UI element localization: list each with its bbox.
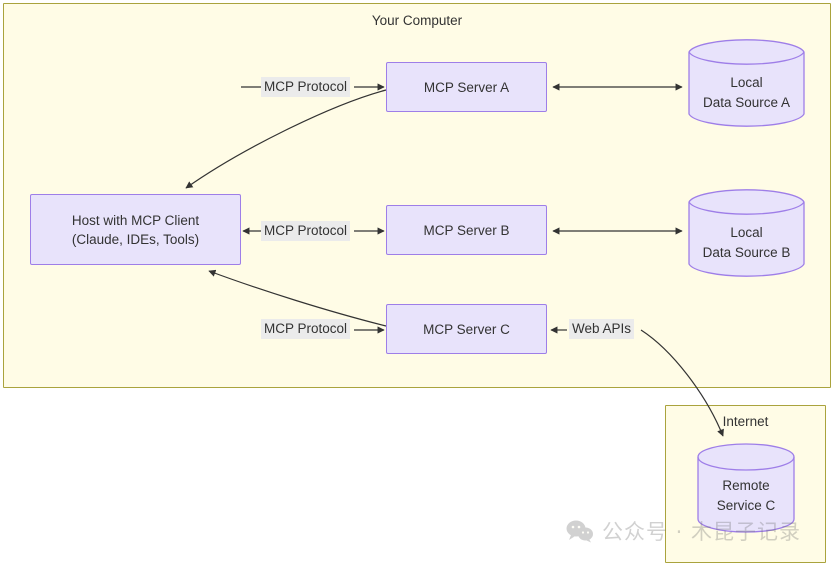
node-mcp-server-c[interactable]: MCP Server C: [386, 304, 547, 354]
node-mcp-server-a[interactable]: MCP Server A: [386, 62, 547, 112]
cylinder-shape: [697, 443, 795, 533]
edge-label-mcp-protocol-b: MCP Protocol: [261, 221, 351, 241]
node-remote-service-c[interactable]: Remote Service C: [697, 443, 795, 533]
node-host-with-mcp-client[interactable]: Host with MCP Client (Claude, IDEs, Tool…: [30, 194, 241, 265]
group-title-your-computer: Your Computer: [371, 13, 463, 28]
node-server-c-label: MCP Server C: [423, 321, 510, 337]
group-title-internet: Internet: [722, 414, 769, 429]
node-data-a-line2: Data Source A: [702, 95, 791, 110]
node-server-b-label: MCP Server B: [423, 222, 510, 238]
cylinder-shape: [688, 189, 805, 277]
node-server-a-label: MCP Server A: [423, 79, 510, 95]
edge-label-web-apis: Web APIs: [569, 319, 635, 339]
cylinder-shape: [688, 39, 805, 127]
node-remote-c-line1: Remote: [722, 478, 770, 493]
node-local-data-source-a[interactable]: Local Data Source A: [688, 37, 805, 129]
edge-label-mcp-protocol-a: MCP Protocol: [261, 77, 351, 97]
edge-label-mcp-protocol-c: MCP Protocol: [261, 319, 351, 339]
node-data-b-line2: Data Source B: [702, 245, 791, 260]
node-data-b-line1: Local: [730, 225, 763, 240]
node-mcp-server-b[interactable]: MCP Server B: [386, 205, 547, 255]
node-data-a-line1: Local: [730, 75, 763, 90]
wechat-icon: [566, 520, 593, 543]
node-host-line1: Host with MCP Client: [71, 212, 200, 228]
node-remote-c-line2: Service C: [716, 498, 776, 513]
node-local-data-source-b[interactable]: Local Data Source B: [688, 187, 805, 279]
node-host-line2: (Claude, IDEs, Tools): [71, 231, 200, 247]
